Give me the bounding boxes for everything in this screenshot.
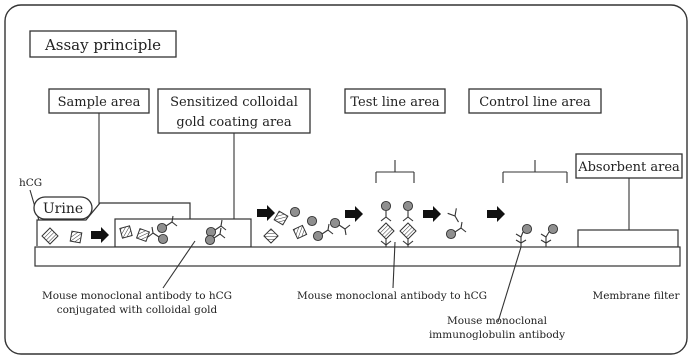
sensitized-area-label: Sensitized colloidal gold coating area bbox=[157, 88, 311, 134]
sample-area-label: Sample area bbox=[48, 88, 150, 114]
absorbent-pad bbox=[577, 229, 679, 248]
gold-particle bbox=[306, 215, 318, 227]
control-antibody-caption-2: immunoglobulin antibody bbox=[429, 329, 565, 341]
control-line-area-label: Control line area bbox=[468, 88, 602, 114]
urine-text: Urine bbox=[43, 201, 83, 217]
sensitized-area-text-1: Sensitized colloidal bbox=[170, 95, 298, 110]
control-line-complex bbox=[515, 223, 533, 247]
control-line-area-text: Control line area bbox=[479, 95, 591, 110]
test-line-complex bbox=[399, 200, 417, 247]
conjugate-pad bbox=[114, 218, 252, 248]
hcg-molecule bbox=[69, 230, 83, 244]
control-antibody-caption-1: Mouse monoclonal bbox=[447, 315, 548, 327]
test-line-area-label: Test line area bbox=[344, 88, 446, 114]
absorbent-area-label: Absorbent area bbox=[575, 153, 683, 179]
gold-particle bbox=[289, 206, 301, 218]
sensitized-area-text-2: gold coating area bbox=[176, 115, 291, 130]
membrane-strip bbox=[34, 246, 681, 267]
test-line-bracket bbox=[375, 160, 415, 183]
gold-antibody-caption-1: Mouse monoclonal antibody to hCG bbox=[42, 290, 232, 302]
absorbent-area-text: Absorbent area bbox=[577, 160, 680, 175]
test-line-area-text: Test line area bbox=[350, 95, 440, 110]
test-antibody-caption: Mouse monoclonal antibody to hCG bbox=[297, 290, 487, 302]
control-line-bracket bbox=[502, 160, 568, 183]
title-box: Assay principle bbox=[29, 30, 177, 58]
test-line-complex bbox=[377, 200, 395, 247]
sample-area-text: Sample area bbox=[58, 95, 141, 110]
hcg-label: hCG bbox=[19, 177, 42, 189]
membrane-filter-caption: Membrane filter bbox=[592, 290, 680, 302]
gold-antibody-caption-2: conjugated with colloidal gold bbox=[57, 304, 218, 316]
hcg-molecule bbox=[119, 225, 133, 239]
diagram-title: Assay principle bbox=[44, 36, 161, 54]
control-line-complex bbox=[540, 223, 559, 247]
urine-label: Urine bbox=[33, 196, 93, 220]
